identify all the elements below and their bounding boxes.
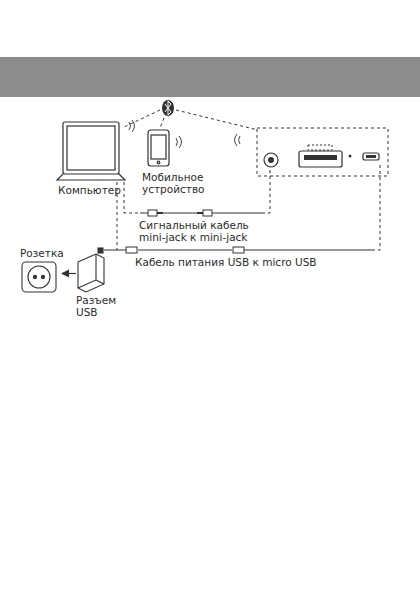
speaker-panel — [257, 128, 388, 176]
signal-cable — [124, 168, 270, 216]
computer-node: Компьютер — [58, 122, 128, 196]
node-label: Мобильное устройство — [142, 171, 214, 195]
wall-socket-icon — [22, 262, 56, 292]
node-label: Компьютер — [58, 184, 128, 196]
usb-adapter-node: Разъем USB — [76, 252, 124, 318]
node-label: Разъем USB — [76, 294, 124, 318]
usb-charger-icon — [78, 248, 104, 292]
cable-label: Сигнальный кабель mini-jack к mini-jack — [138, 219, 268, 243]
mobile-device-node: Мобильное устройство — [142, 128, 214, 195]
header-bar — [0, 57, 420, 97]
socket-node: Розетка — [20, 247, 62, 295]
phone-icon — [148, 130, 169, 166]
node-label: Розетка — [20, 247, 62, 259]
cable-label: Кабель питания USB к micro USB — [134, 256, 336, 268]
bluetooth-links — [122, 110, 258, 130]
laptop-icon — [57, 122, 125, 180]
plug-in-arrow — [62, 273, 76, 274]
wireless-waves — [129, 120, 240, 148]
bluetooth-icon — [162, 100, 174, 116]
power-cable — [104, 162, 380, 253]
